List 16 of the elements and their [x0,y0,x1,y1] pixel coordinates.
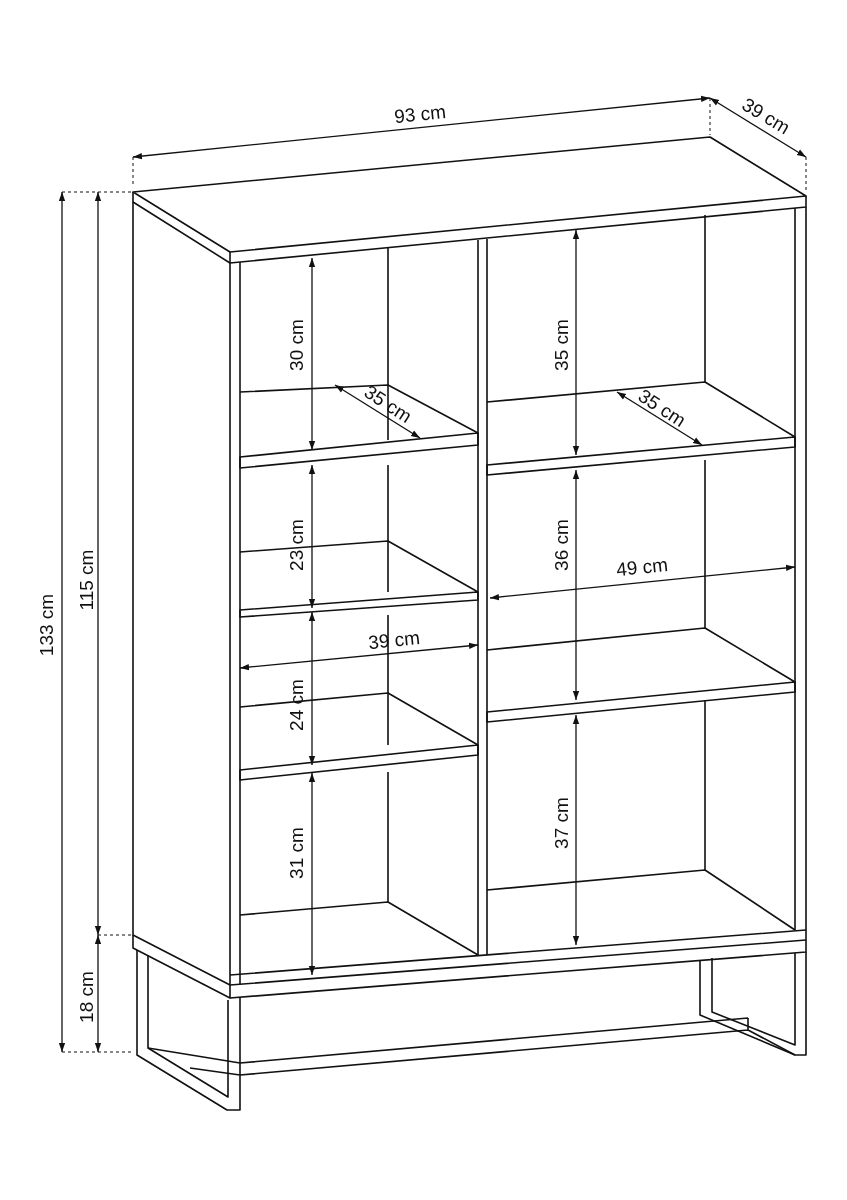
dimension-label: 35 cm [361,381,415,427]
dimension-label: 35 cm [551,319,571,371]
dimension-label: 133 cm [36,593,56,657]
dimension-label: 39 cm [738,94,794,138]
dimension-label: 39 cm [367,627,421,653]
dimension-label: 115 cm [76,549,96,611]
dimension-label: 30 cm [286,319,306,371]
dimension-label: 23 cm [286,519,306,571]
dimension-label: 18 cm [76,971,96,1023]
dimension-label: 24 cm [286,679,306,731]
dimension-label: 31 cm [286,827,306,879]
dimension-label: 35 cm [635,385,689,431]
dimension-label: 93 cm [393,101,447,127]
dimension-label: 37 cm [551,797,571,849]
dimension-label: 36 cm [551,519,571,571]
dimension-label: 49 cm [615,554,669,580]
